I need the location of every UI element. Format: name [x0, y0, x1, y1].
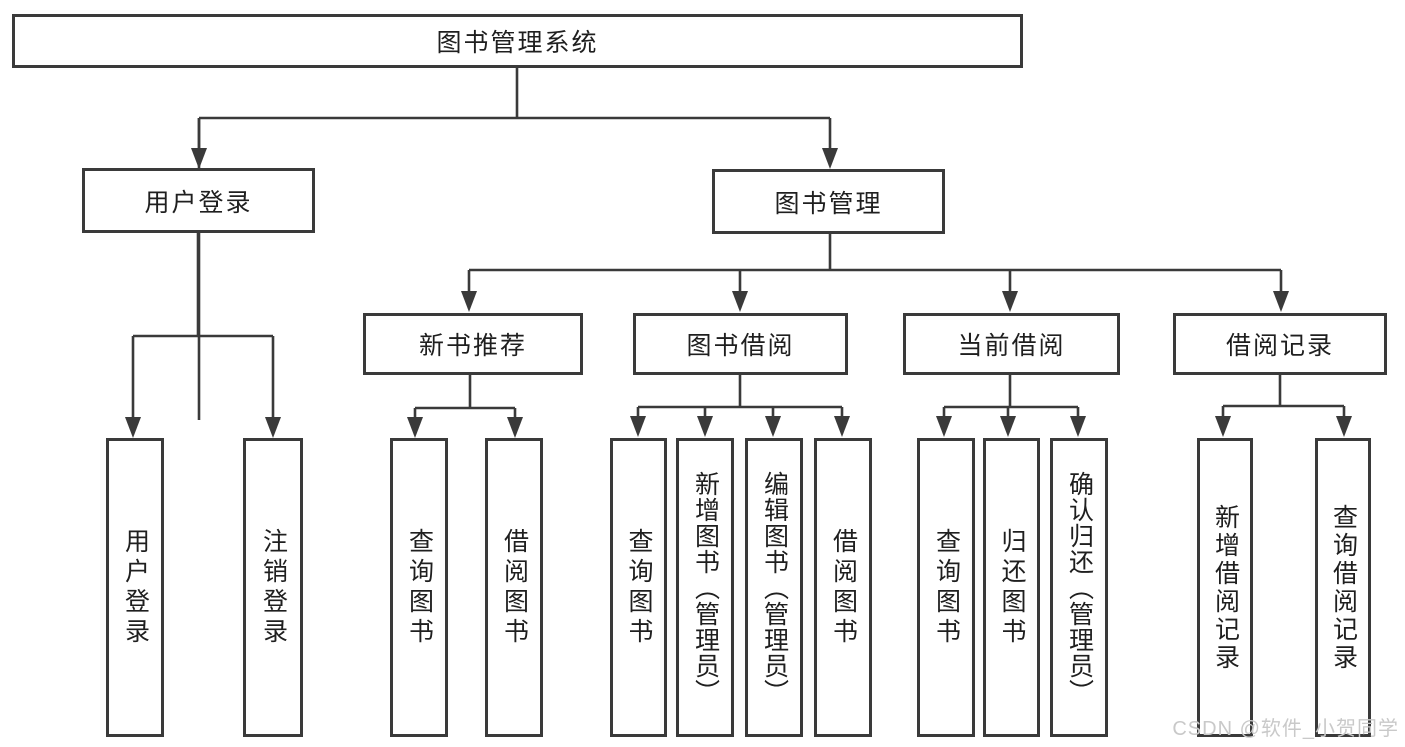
leaf-query-book-current: 查询图书: [917, 438, 975, 737]
arrowhead-book-mgmt: [822, 148, 838, 169]
node-book-borrow-label: 图书借阅: [686, 332, 795, 360]
leaf-add-borrow-record: 新增借阅记录: [1197, 438, 1253, 737]
leaf-logout-label: 注销登录: [259, 527, 288, 648]
node-root-system: 图书管理系统: [12, 14, 1023, 68]
node-new-book-rec-label: 新书推荐: [418, 332, 527, 360]
node-current-borrow: 当前借阅: [903, 313, 1120, 375]
leaf-query-borrow-record: 查询借阅记录: [1315, 438, 1371, 737]
arrowhead-return-book: [1000, 416, 1016, 437]
leaf-query-book-borrow-label: 查询图书: [625, 527, 653, 648]
arrowhead-add-book-admin: [697, 416, 713, 437]
connector-book-mgmt-group: [467, 234, 1283, 293]
connector-book-borrow-group: [636, 375, 844, 418]
leaf-user-login-label: 用户登录: [121, 527, 150, 648]
node-current-borrow-label: 当前借阅: [957, 332, 1066, 360]
connector-new-book-rec-group: [413, 375, 517, 419]
leaf-user-login: 用户登录: [106, 438, 164, 737]
leaf-borrow-book-rec-label: 借阅图书: [500, 527, 529, 648]
arrowhead-borrow-records: [1273, 291, 1289, 312]
leaf-query-book-current-label: 查询图书: [932, 527, 961, 648]
arrowhead-borrow-book-borrow: [834, 416, 850, 437]
node-borrow-records-label: 借阅记录: [1225, 332, 1334, 360]
leaf-add-borrow-record-label: 新增借阅记录: [1211, 503, 1240, 672]
node-new-book-rec: 新书推荐: [363, 313, 583, 375]
leaf-logout: 注销登录: [243, 438, 303, 737]
arrowhead-leaf-user-login: [125, 417, 141, 438]
node-user-login-branch-label: 用户登录: [144, 188, 253, 217]
arrowhead-query-borrow-record: [1336, 416, 1352, 437]
node-book-borrow: 图书借阅: [633, 313, 848, 375]
connector-user-login-group: [131, 233, 275, 419]
leaf-confirm-return-admin: 确认归还（管理员）: [1050, 438, 1108, 737]
arrowhead-query-book-borrow: [630, 416, 646, 437]
leaf-query-borrow-record-label: 查询借阅记录: [1329, 503, 1358, 672]
leaf-edit-book-admin-label: 编辑图书（管理员）: [760, 470, 789, 705]
leaf-add-book-admin: 新增图书（管理员）: [676, 438, 734, 737]
leaf-confirm-return-admin-label: 确认归还（管理员）: [1065, 470, 1094, 705]
node-user-login-branch: 用户登录: [82, 168, 315, 233]
leaf-borrow-book-rec: 借阅图书: [485, 438, 543, 737]
arrowhead-user-login: [191, 148, 207, 169]
leaf-add-book-admin-label: 新增图书（管理员）: [691, 470, 720, 705]
node-book-mgmt-branch-label: 图书管理: [774, 189, 883, 218]
arrowhead-query-book-rec: [407, 417, 423, 438]
leaf-query-book-borrow: 查询图书: [610, 438, 667, 737]
arrowhead-confirm-return: [1070, 416, 1086, 437]
arrowhead-current-borrow: [1002, 291, 1018, 312]
node-root-label: 图书管理系统: [436, 29, 599, 57]
leaf-query-book-rec: 查询图书: [390, 438, 448, 737]
connector-current-borrow-group: [942, 375, 1080, 418]
leaf-return-book: 归还图书: [983, 438, 1040, 737]
arrowhead-edit-book-admin: [765, 416, 781, 437]
arrowhead-new-book-rec: [461, 291, 477, 312]
connector-borrow-records-group: [1221, 375, 1346, 418]
watermark: CSDN @软件_小贺同学: [1172, 718, 1399, 740]
node-book-mgmt-branch: 图书管理: [712, 169, 945, 234]
leaf-edit-book-admin: 编辑图书（管理员）: [745, 438, 803, 737]
leaf-borrow-book-borrow: 借阅图书: [814, 438, 872, 737]
arrowhead-book-borrow: [732, 291, 748, 312]
leaf-return-book-label: 归还图书: [998, 527, 1026, 648]
leaf-borrow-book-borrow-label: 借阅图书: [829, 527, 858, 648]
leaf-query-book-rec-label: 查询图书: [405, 527, 434, 648]
arrowhead-leaf-logout: [265, 417, 281, 438]
connector-root-to-level2: [197, 68, 832, 420]
arrowhead-borrow-book-rec: [507, 417, 523, 438]
arrowhead-add-borrow-record: [1215, 416, 1231, 437]
node-borrow-records: 借阅记录: [1173, 313, 1387, 375]
arrowhead-query-book-current: [936, 416, 952, 437]
